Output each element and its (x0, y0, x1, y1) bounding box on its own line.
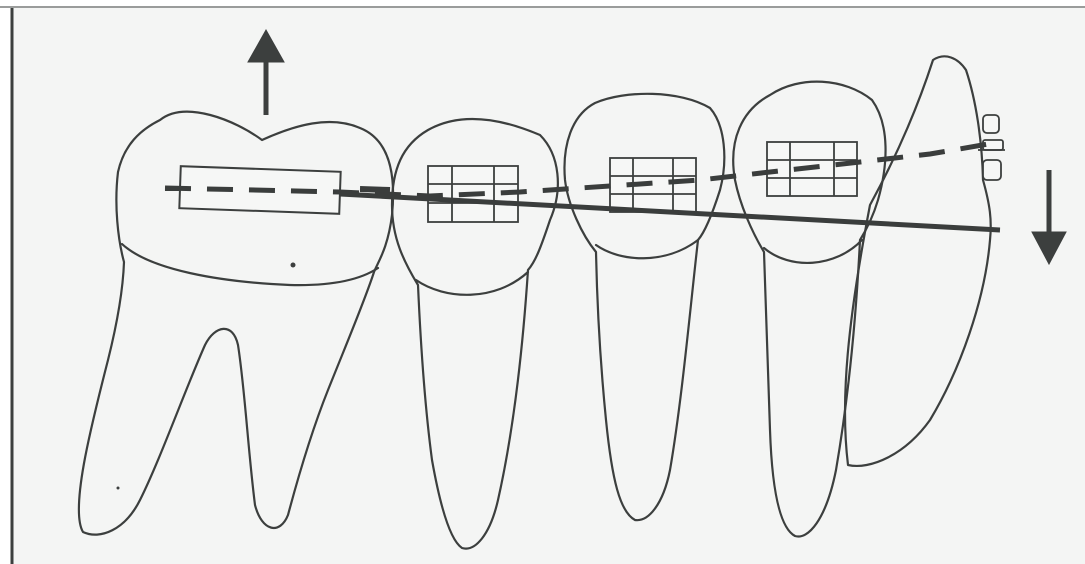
bracket-first-premolar (610, 158, 696, 212)
archwire-segment-molar (360, 189, 390, 190)
drawing-background (12, 8, 1085, 564)
mark-dot (291, 263, 296, 268)
mark-dot (117, 487, 120, 490)
